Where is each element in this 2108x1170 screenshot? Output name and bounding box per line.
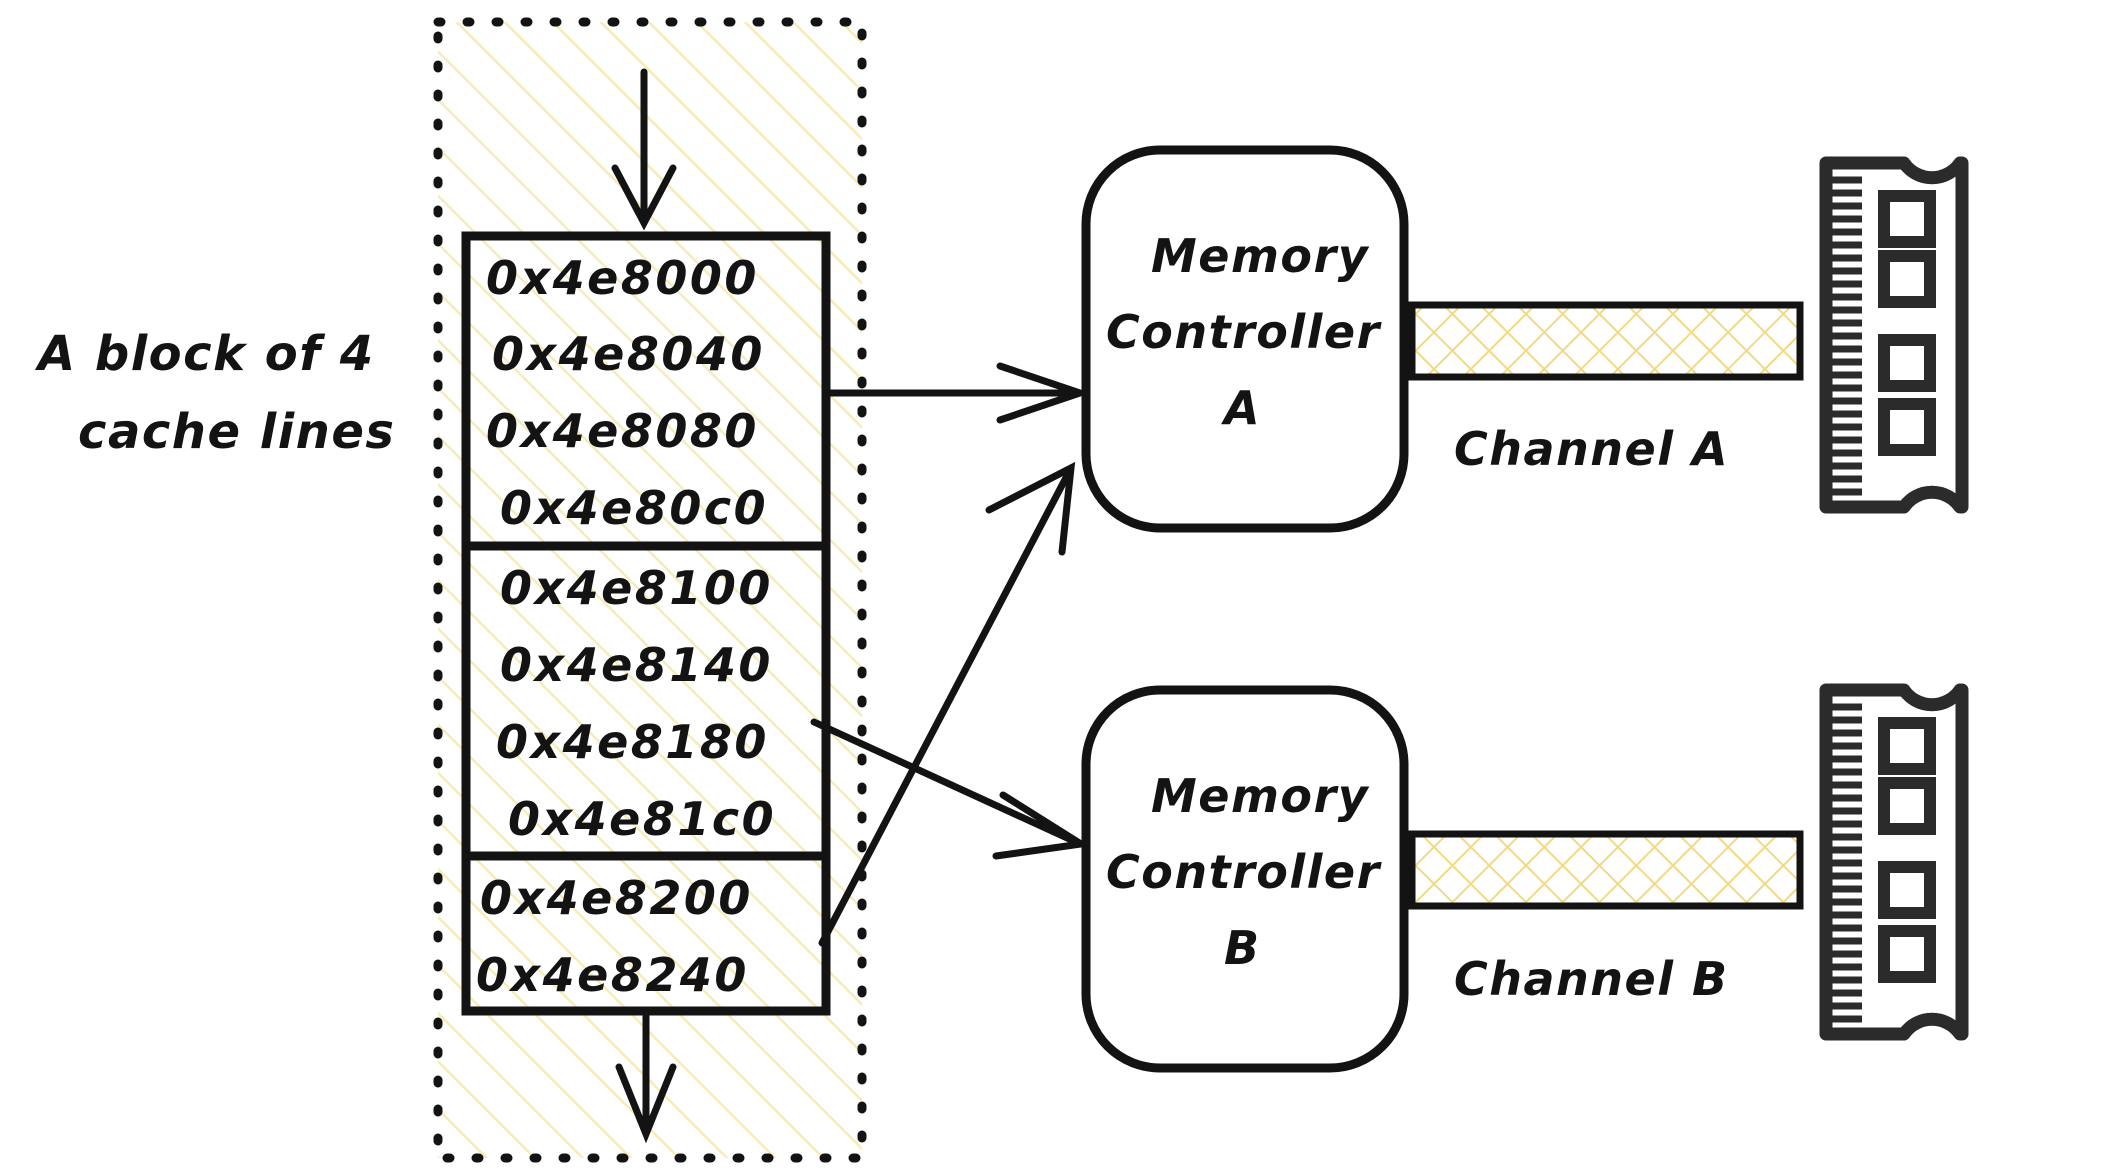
ram-chip <box>1878 717 1936 775</box>
crosshatch-bar-icon <box>1408 830 1804 910</box>
controller-box[interactable] <box>1081 145 1409 533</box>
ram-module-a <box>1819 156 1969 514</box>
ram-pins <box>1830 176 1862 496</box>
controller-label-line2: Controller <box>1106 305 1383 359</box>
controller-label-line2: Controller <box>1106 845 1383 899</box>
ram-chip <box>1878 398 1936 456</box>
address-cell: 0x4e81c0 <box>508 792 776 846</box>
ram-chip <box>1878 334 1936 392</box>
address-cell: 0x4e8240 <box>476 948 749 1002</box>
address-cell: 0x4e8000 <box>486 251 759 305</box>
arrow-group0-to-controller-a <box>822 362 1091 424</box>
ram-chip <box>1878 190 1936 248</box>
channel-b-bar: Channel B <box>1408 830 1804 1006</box>
channel-a-label: Channel A <box>1454 422 1729 476</box>
channel-a-bar: Channel A <box>1408 301 1804 476</box>
controller-label-line3: B <box>1224 921 1261 975</box>
arrow-group1-to-controller-b <box>810 718 1091 860</box>
address-cell: 0x4e8200 <box>480 871 753 925</box>
block-caption: A block of 4 cache lines <box>34 326 395 460</box>
address-cell: 0x4e80c0 <box>500 481 768 535</box>
ram-chip <box>1878 250 1936 308</box>
memory-controller-a[interactable]: Memory Controller A <box>1081 145 1409 533</box>
address-cell: 0x4e8080 <box>486 404 759 458</box>
ram-chip <box>1878 925 1936 983</box>
crosshatch-bar-icon <box>1408 301 1804 381</box>
controller-box[interactable] <box>1081 685 1409 1073</box>
ram-chip <box>1878 777 1936 835</box>
memory-controller-b[interactable]: Memory Controller B <box>1081 685 1409 1073</box>
arrow-down-top <box>611 68 677 231</box>
ram-chip <box>1878 861 1936 919</box>
address-group-1: 0x4e8100 0x4e8140 0x4e8180 0x4e81c0 <box>461 541 831 861</box>
address-cell: 0x4e8180 <box>496 715 769 769</box>
arrow-group2-to-controller-a <box>818 461 1076 947</box>
block-caption-line2: cache lines <box>78 404 395 460</box>
channel-b-label: Channel B <box>1454 952 1729 1006</box>
address-cell: 0x4e8100 <box>500 561 773 615</box>
block-caption-line1: A block of 4 <box>34 326 375 382</box>
controller-label-line1: Memory <box>1151 229 1370 283</box>
address-group-0: 0x4e8000 0x4e8040 0x4e8080 0x4e80c0 <box>461 231 831 551</box>
address-group-2: 0x4e8200 0x4e8240 <box>461 851 831 1016</box>
arrow-down-bottom <box>615 1009 677 1144</box>
address-cell: 0x4e8140 <box>500 638 773 692</box>
controller-label-line3: A <box>1221 381 1261 435</box>
ram-pins <box>1830 703 1862 1023</box>
address-cell: 0x4e8040 <box>492 327 765 381</box>
controller-label-line1: Memory <box>1151 769 1370 823</box>
ram-module-b <box>1819 683 1969 1041</box>
